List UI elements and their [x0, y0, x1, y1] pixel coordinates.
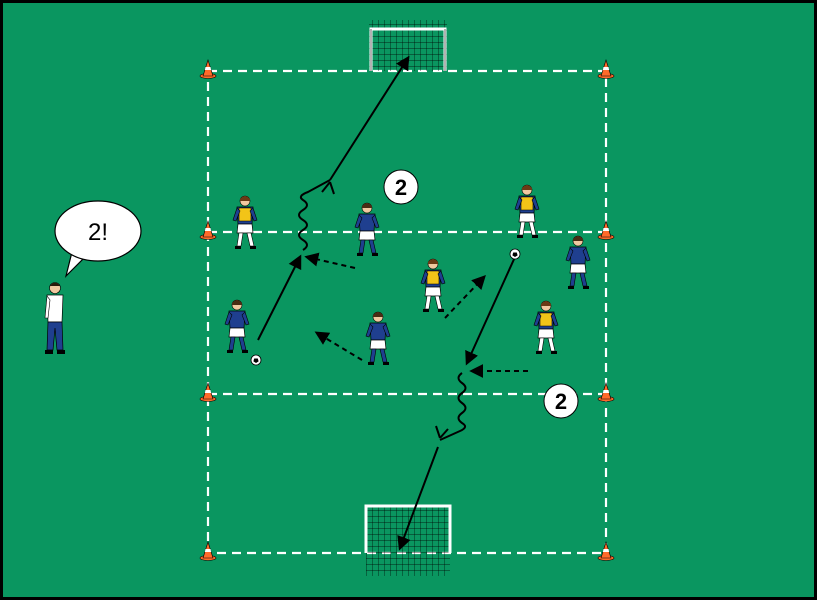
ball-icon	[250, 354, 262, 366]
number-badge: 2	[543, 383, 579, 419]
movement-arrows	[257, 55, 528, 551]
ball-icon	[509, 248, 521, 260]
shot-arrow-bottom	[397, 446, 439, 551]
bottom-goal	[364, 504, 452, 576]
dribble-line-bottom	[439, 372, 467, 441]
dribble-line-top	[298, 179, 331, 251]
grass-field	[3, 3, 814, 597]
badge-label: 2	[555, 389, 567, 414]
coach-call-text: 2!	[88, 219, 108, 246]
run-arrow-3	[444, 274, 486, 319]
pass-arrow-left	[257, 254, 302, 341]
shot-arrow-top	[329, 55, 410, 181]
top-goal	[369, 20, 447, 71]
pass-arrow-right	[465, 256, 516, 366]
badge-label: 2	[395, 175, 407, 200]
number-badge: 2	[383, 169, 419, 205]
coach-speech-bubble: 2!	[54, 200, 142, 278]
coach	[44, 282, 65, 354]
